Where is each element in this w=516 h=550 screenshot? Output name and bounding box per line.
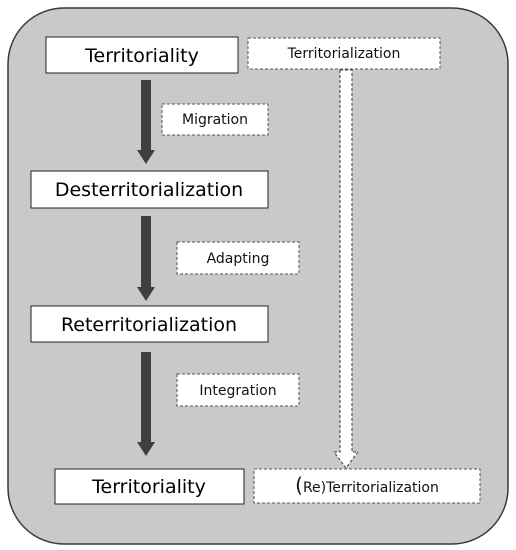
transition-box-migration [161, 103, 269, 136]
stage-label-territoriality-top: Territoriality [84, 45, 199, 67]
overall-label-paren: ( [295, 473, 303, 497]
diagram-panel [7, 7, 509, 545]
stage-label-desterritorialization: Desterritorialization [55, 179, 243, 201]
down-arrow-3 [137, 352, 155, 456]
overall-box-territorialization [247, 37, 441, 70]
transition-box-integration [176, 373, 300, 407]
overall-label-rest: Re)Territorialization [303, 480, 439, 496]
stage-box-desterritorialization [30, 170, 269, 209]
down-arrow-1 [137, 80, 155, 164]
overall-label-territorialization: Territorialization [287, 46, 401, 62]
transition-box-adapting [176, 241, 300, 275]
stage-box-territoriality-top [45, 36, 239, 74]
transition-label-migration: Migration [182, 112, 248, 128]
stage-label-territoriality-bottom: Territoriality [91, 476, 206, 498]
stage-box-reterritorialization [30, 305, 269, 343]
down-arrow-2 [137, 216, 155, 301]
stage-label-reterritorialization: Reterritorialization [61, 314, 237, 336]
overall-box-reterritorialization [253, 468, 481, 504]
territorialization-hollow-arrow [332, 69, 360, 469]
overall-label-reterritorialization: (Re)Territorialization [295, 473, 439, 497]
transition-label-integration: Integration [199, 383, 276, 399]
stage-box-territoriality-bottom [54, 468, 245, 505]
transition-label-adapting: Adapting [207, 251, 270, 267]
